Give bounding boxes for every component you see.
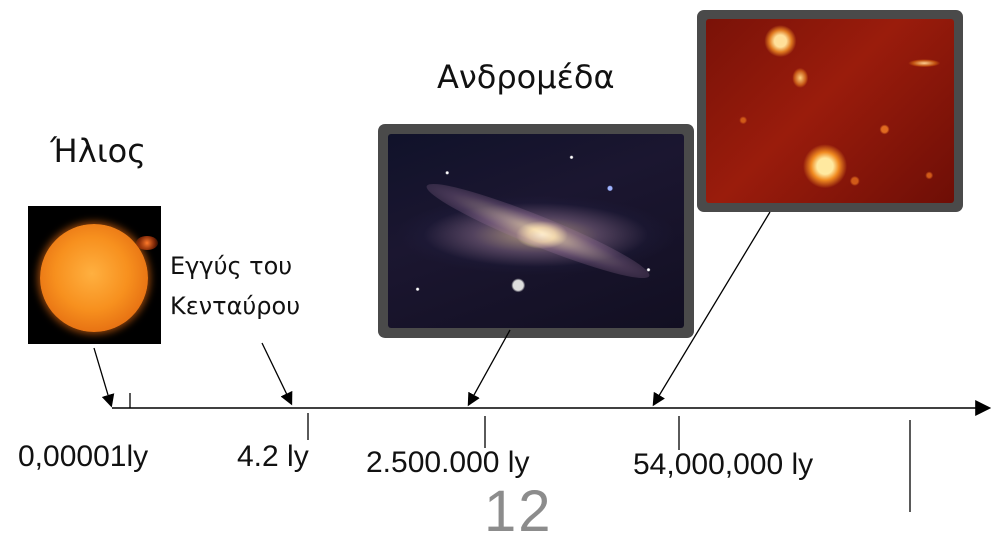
alpha-centauri-label: Εγγύς του Κενταύρου [170,246,300,326]
sun-label: Ήλιος [50,132,146,170]
deep-field-galaxies-image [706,19,954,203]
sun-disk [40,224,148,332]
andromeda-galaxy-image [388,134,684,328]
tick-label-deep-field-distance: 54,000,000 ly [633,448,814,481]
sun-pointer-arrow [93,347,115,408]
alpha-centauri-label-line1: Εγγύς του [170,252,293,280]
tick-label-centauri-distance: 4.2 ly [237,440,309,473]
deep-field-image-frame [697,10,963,212]
distance-axis-diagram [93,211,992,512]
deep-field-pointer-arrow [652,211,771,407]
andromeda-label: Ανδρομέδα [437,58,615,96]
solar-flare [136,236,158,250]
sun-image [28,206,161,344]
andromeda-image-frame [378,124,694,338]
andromeda-pointer-arrow [467,329,511,407]
alpha-centauri-label-line2: Κενταύρου [170,292,301,320]
tick-label-andromeda-distance: 2.500.000 ly [366,446,530,479]
page-number: 12 [484,479,553,544]
tick-label-sun-distance: 0,00001ly [18,440,149,473]
centauri-pointer-arrow [261,342,293,406]
